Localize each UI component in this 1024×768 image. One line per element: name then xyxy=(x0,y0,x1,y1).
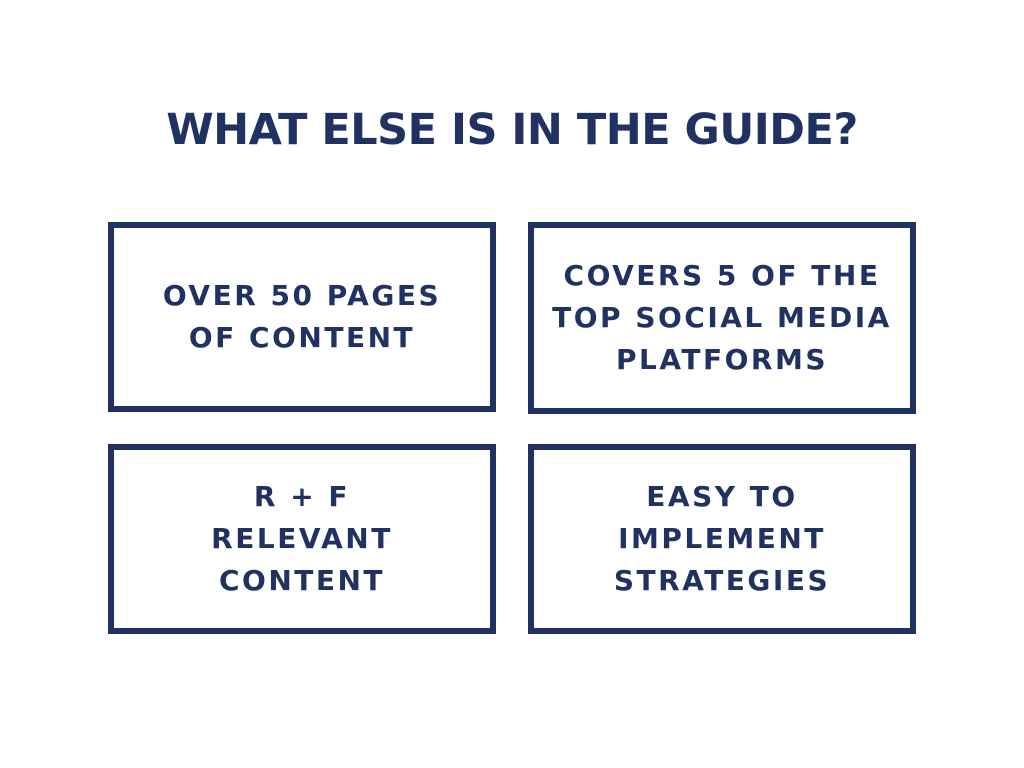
feature-card-relevant-content: R + F RELEVANT CONTENT xyxy=(108,444,496,634)
feature-card-text: R + F RELEVANT CONTENT xyxy=(211,480,393,597)
feature-card-text: EASY TO IMPLEMENT STRATEGIES xyxy=(613,480,831,597)
feature-card-platforms: COVERS 5 OF THE TOP SOCIAL MEDIA PLATFOR… xyxy=(528,222,916,414)
feature-card-text: OVER 50 PAGES OF CONTENT xyxy=(162,279,442,354)
feature-card-text: COVERS 5 OF THE TOP SOCIAL MEDIA PLATFOR… xyxy=(552,259,892,376)
feature-card-strategies: EASY TO IMPLEMENT STRATEGIES xyxy=(528,444,916,634)
feature-card-pages: OVER 50 PAGES OF CONTENT xyxy=(108,222,496,412)
page-title: WHAT ELSE IS IN THE GUIDE? xyxy=(166,105,858,155)
